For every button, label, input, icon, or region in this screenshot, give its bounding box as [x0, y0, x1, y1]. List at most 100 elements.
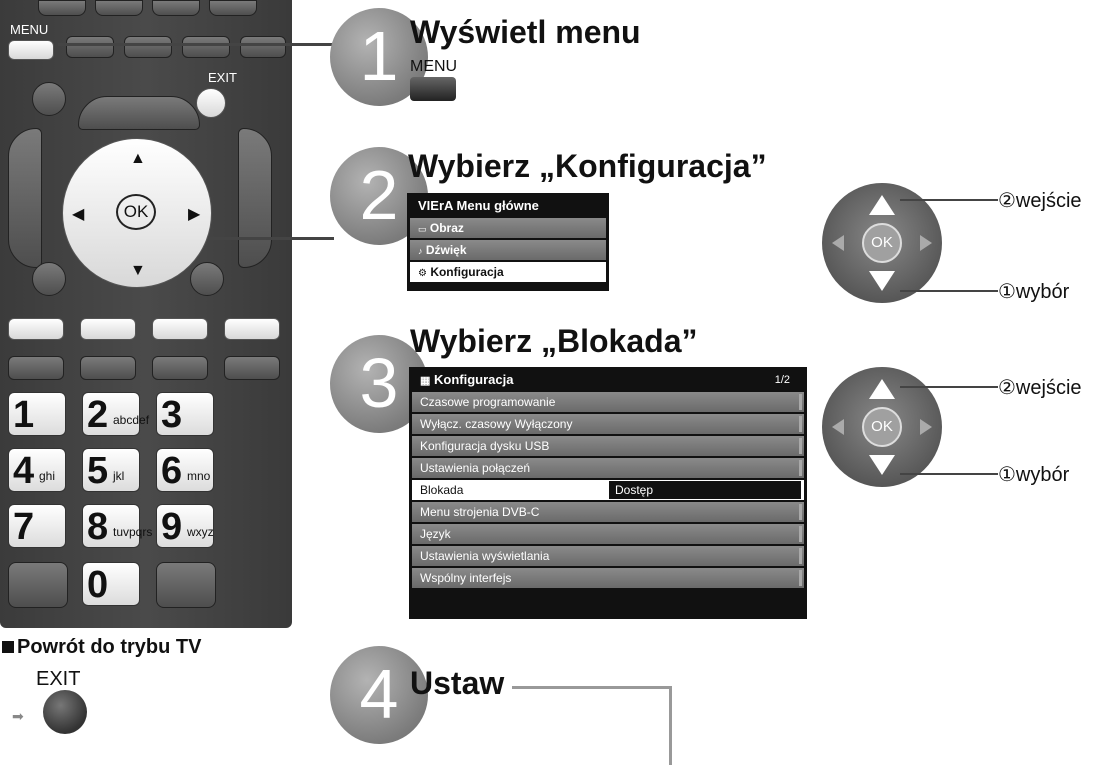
remote-button[interactable]: [80, 356, 136, 380]
leader-line: [512, 686, 672, 689]
remote-button[interactable]: [240, 36, 286, 58]
config-item-czasowe-programowanie[interactable]: Czasowe programowanie: [412, 392, 804, 412]
remote-button[interactable]: [152, 356, 208, 380]
remote-top-button[interactable]: [95, 0, 143, 16]
viera-logo: VIErA: [418, 198, 453, 213]
blokada-value: Dostęp: [609, 481, 801, 499]
up-arrow-icon[interactable]: [869, 379, 895, 399]
remote-menu-button[interactable]: [8, 40, 54, 60]
remote-number-key[interactable]: 1: [8, 392, 66, 436]
select-callout: ①wybór: [998, 464, 1070, 486]
step-1-circle: 1: [330, 8, 428, 106]
remote-color-button[interactable]: [152, 318, 208, 340]
config-item-menu-strojenia-dvbc[interactable]: Menu strojenia DVB-C: [412, 502, 804, 522]
step-3-heading: Wybierz „Blokada”: [410, 323, 698, 359]
dpad-ok-button[interactable]: OK: [862, 407, 902, 447]
remote-menu-label: MENU: [10, 22, 49, 37]
square-bullet-icon: [2, 641, 14, 653]
up-arrow-icon[interactable]: [869, 195, 895, 215]
return-exit-label: EXIT: [36, 668, 81, 690]
page-indicator: 1/2: [774, 374, 790, 386]
config-item-ustawienia-wyswietlania[interactable]: Ustawienia wyświetlania: [412, 546, 804, 566]
leader-line: [900, 290, 998, 292]
step-1-heading: Wyświetl menu: [410, 14, 641, 50]
menu-button-illustration[interactable]: [410, 77, 456, 101]
main-menu-item-konfiguracja[interactable]: ⚙ Konfiguracja: [410, 262, 606, 282]
select-callout: ①wybór: [998, 281, 1070, 303]
dpad-illustration[interactable]: OK: [822, 367, 942, 487]
config-item-wspolny-interfejs[interactable]: Wspólny interfejs: [412, 568, 804, 588]
remote-button[interactable]: [8, 562, 68, 608]
config-menu: ▦ Konfiguracja 1/2 Czasowe programowanie…: [409, 367, 807, 619]
main-menu-item-obraz[interactable]: ▭ Obraz: [410, 218, 606, 238]
settings-icon: ⚙: [418, 268, 427, 279]
remote-button[interactable]: [124, 36, 172, 58]
sound-icon: ♪: [418, 246, 423, 256]
enter-callout: ②wejście: [998, 377, 1082, 399]
remote-button[interactable]: [156, 562, 216, 608]
remote-button[interactable]: [8, 356, 64, 380]
step-4-heading: Ustaw: [410, 665, 505, 701]
remote-round-button[interactable]: [190, 262, 224, 296]
remote-color-button[interactable]: [80, 318, 136, 340]
down-arrow-icon[interactable]: ▼: [130, 262, 146, 279]
main-menu-item-dzwiek[interactable]: ♪ Dźwięk: [410, 240, 606, 260]
arrow-right-icon: ➡: [12, 708, 24, 724]
return-heading: Powrót do trybu TV: [2, 636, 201, 659]
exit-button-illustration[interactable]: [43, 690, 87, 734]
right-arrow-icon: [920, 419, 932, 435]
right-arrow-icon: [920, 235, 932, 251]
remote-exit-button[interactable]: [196, 88, 226, 118]
step-4-circle: 4: [330, 646, 428, 744]
remote-number-key[interactable]: 7: [8, 504, 66, 548]
remote-color-button[interactable]: [8, 318, 64, 340]
leader-line: [900, 473, 998, 475]
right-arrow-icon[interactable]: ▶: [188, 206, 201, 223]
dpad-illustration[interactable]: OK: [822, 183, 942, 303]
config-item-ustawienia-polaczen[interactable]: Ustawienia połączeń: [412, 458, 804, 478]
up-arrow-icon[interactable]: ▲: [130, 150, 146, 167]
remote-button[interactable]: [224, 356, 280, 380]
remote-top-button[interactable]: [152, 0, 200, 16]
dpad-ok-button[interactable]: OK: [862, 223, 902, 263]
main-menu: VIErA Menu główne ▭ Obraz ♪ Dźwięk ⚙ Kon…: [407, 193, 609, 291]
main-menu-title: VIErA Menu główne: [418, 198, 539, 213]
enter-callout: ②wejście: [998, 190, 1082, 212]
leader-line: [669, 686, 672, 765]
left-arrow-icon: [832, 235, 844, 251]
down-arrow-icon[interactable]: [869, 271, 895, 291]
remote-ok-button[interactable]: OK: [116, 194, 156, 230]
remote-color-button[interactable]: [224, 318, 280, 340]
config-item-jezyk[interactable]: Język: [412, 524, 804, 544]
down-arrow-icon[interactable]: [869, 455, 895, 475]
leader-line: [900, 386, 998, 388]
remote-button[interactable]: [182, 36, 230, 58]
remote-round-button[interactable]: [32, 82, 66, 116]
left-arrow-icon[interactable]: ◀: [72, 206, 85, 223]
leader-line: [58, 43, 334, 46]
remote-top-button[interactable]: [38, 0, 86, 16]
picture-icon: ▭: [418, 224, 427, 234]
remote-round-button[interactable]: [32, 262, 66, 296]
remote-arc-button[interactable]: [8, 128, 42, 268]
config-item-konfiguracja-dysku-usb[interactable]: Konfiguracja dysku USB: [412, 436, 804, 456]
remote-arc-button[interactable]: [78, 96, 200, 130]
remote-top-button[interactable]: [209, 0, 257, 16]
remote-number-key[interactable]: 0: [82, 562, 140, 606]
step-2-heading: Wybierz „Konfiguracja”: [408, 148, 767, 184]
remote-arc-button[interactable]: [238, 128, 272, 268]
remote-exit-label: EXIT: [208, 70, 237, 85]
leader-line: [210, 237, 334, 240]
leader-line: [900, 199, 998, 201]
remote-button[interactable]: [66, 36, 114, 58]
config-item-wylacz-czasowy[interactable]: Wyłącz. czasowy Wyłączony: [412, 414, 804, 434]
remote-number-key[interactable]: 3: [156, 392, 214, 436]
